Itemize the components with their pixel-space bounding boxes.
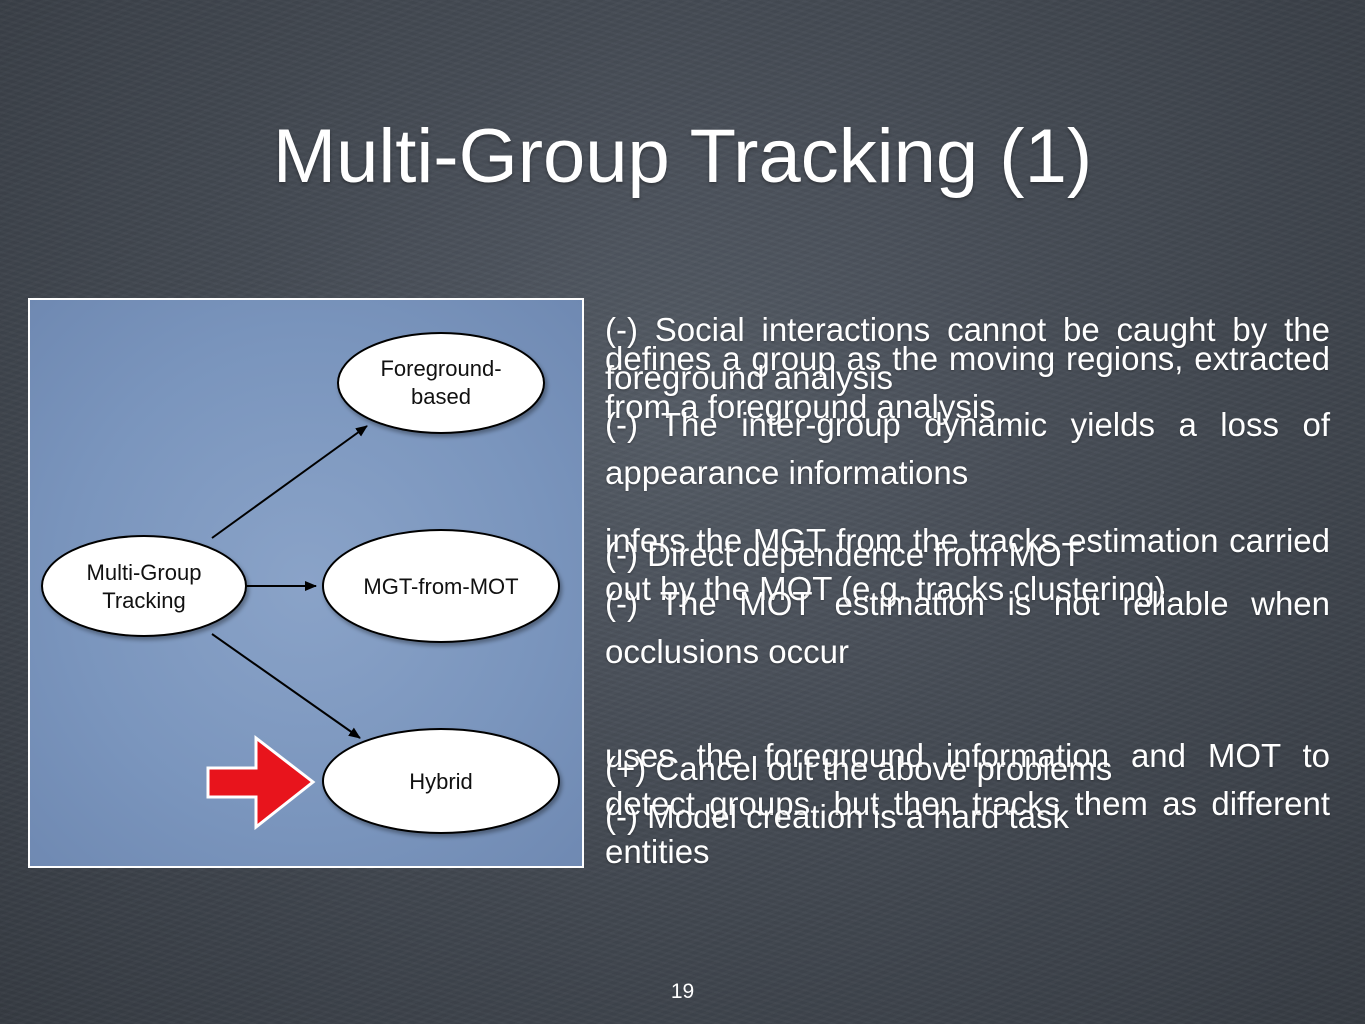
hybrid-definition: uses the foreground information and MOT …	[605, 737, 1330, 870]
foreground-con-1: (-) Social interactions cannot be caught…	[605, 311, 1330, 396]
foreground-con-2: (-) The inter-group dynamic yields a los…	[605, 406, 1330, 491]
node-mgt-from-mot: MGT-from-MOT	[322, 529, 560, 643]
page-number: 19	[670, 980, 695, 1003]
slide-title: Multi-Group Tracking (1)	[272, 114, 1093, 199]
mgt-from-mot-con-1: (-) Direct dependence from MOT	[605, 536, 1082, 573]
node-multi-group-tracking: Multi-Group Tracking	[41, 535, 247, 637]
node-hybrid-label: Hybrid	[409, 769, 473, 794]
node-foreground-based: Foreground- based	[337, 332, 545, 434]
edge-root-to-hybrid	[211, 633, 361, 739]
node-root-label-line2: Tracking	[102, 588, 186, 613]
taxonomy-diagram-svg: Foreground- based Multi-Group Tracking M…	[41, 332, 560, 834]
hybrid-con-1: (-) Model creation is a hard task	[605, 798, 1070, 835]
node-hybrid: Hybrid	[322, 728, 560, 834]
hybrid-pro-1: (+) Cancel out the above problems	[605, 750, 1113, 787]
mgt-from-mot-con-2: (-) The MOT estimation is not reliable w…	[605, 585, 1330, 670]
node-foreground-label-line1: Foreground-	[380, 356, 501, 381]
foreground-definition: defines a group as the moving regions, e…	[605, 340, 1330, 425]
node-foreground-label-line2: based	[411, 384, 471, 409]
node-root-label-line1: Multi-Group	[87, 560, 202, 585]
highlight-arrow-icon	[206, 734, 316, 831]
edge-root-to-foreground	[211, 425, 368, 539]
taxonomy-diagram: Foreground- based Multi-Group Tracking M…	[28, 298, 584, 868]
node-mgt-from-mot-label: MGT-from-MOT	[363, 574, 518, 599]
mgt-from-mot-definition: infers the MGT from the tracks estimatio…	[605, 522, 1330, 607]
